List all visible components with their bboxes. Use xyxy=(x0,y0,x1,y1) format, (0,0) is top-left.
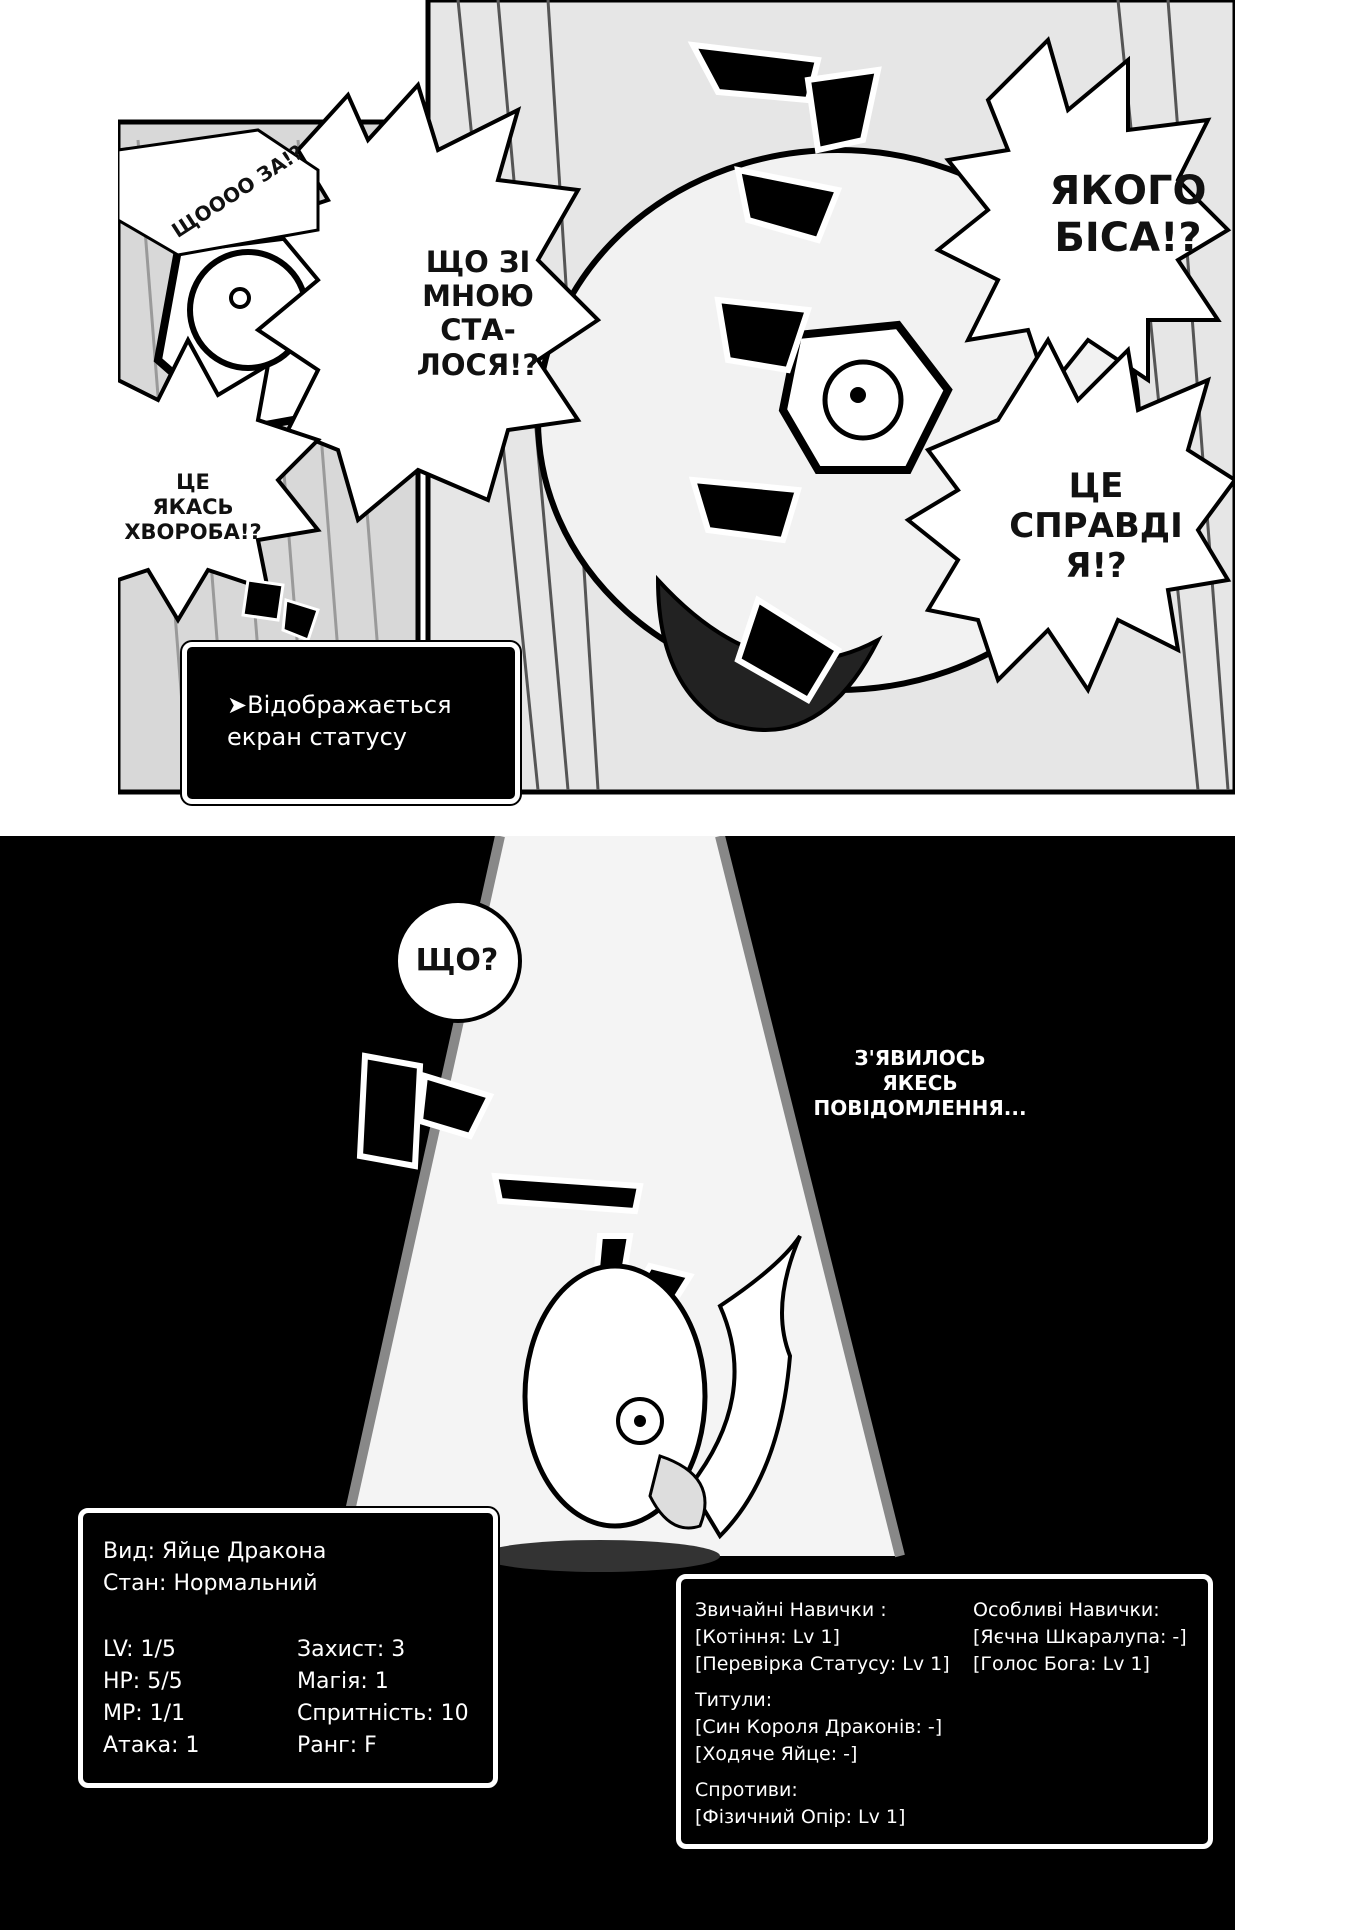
closeup-pupil xyxy=(229,287,251,309)
pi-sfx xyxy=(241,578,320,642)
status-notification-line-2: екран статусу xyxy=(227,723,407,752)
whaaat-caption xyxy=(118,128,320,257)
normal-skills-header: Звичайні Навички : xyxy=(695,1599,887,1621)
status-notification-text: ➤Відображається екран статусу xyxy=(227,689,497,754)
narration-text: З'ЯВИЛОСЬ ЯКЕСЬ ПОВІДОМЛЕННЯ... xyxy=(813,1046,1027,1120)
special-skill-1: [Яєчна Шкаралупа: -] xyxy=(973,1626,1187,1648)
special-skills-header: Особливі Навички: xyxy=(973,1599,1160,1621)
top-panel-artwork xyxy=(118,0,1235,795)
title-1: [Син Короля Драконів: -] xyxy=(695,1716,943,1738)
egg-pupil xyxy=(850,387,866,403)
agility-label: Спритність: 10 xyxy=(297,1701,469,1726)
resistance-1: [Фізичний Опір: Lv 1] xyxy=(695,1806,906,1828)
normal-skill-1: [Котіння: Lv 1] xyxy=(695,1626,840,1648)
attack-label: Атака: 1 xyxy=(103,1733,200,1758)
is-it-me-text: ЦЕ СПРАВДІ Я!? xyxy=(1009,466,1183,587)
status-notification-box: ➤Відображається екран статусу xyxy=(182,642,520,804)
magic-label: Магія: 1 xyxy=(297,1669,389,1694)
mp-label: MP: 1/1 xyxy=(103,1701,186,1726)
what-bubble-text: ЩО? xyxy=(415,943,499,978)
beam-edge-right xyxy=(715,836,905,1558)
what-happened-text: ЩО ЗІ МНОЮ СТА- ЛОСЯ!? xyxy=(416,245,540,382)
rank-label: Ранг: F xyxy=(297,1733,377,1758)
egg-creature-tail xyxy=(687,1234,802,1540)
bottom-panel-artwork xyxy=(335,836,905,1572)
title-2: [Ходяче Яйце: -] xyxy=(695,1743,858,1765)
bubble-is-it-me xyxy=(904,335,1235,695)
bubble-disease xyxy=(118,335,322,624)
hp-label: HP: 5/5 xyxy=(103,1669,183,1694)
egg-creature-shadow xyxy=(480,1540,720,1572)
normal-skill-2: [Перевірка Статусу: Lv 1] xyxy=(695,1653,950,1675)
bubble-what xyxy=(394,899,522,1023)
species-label: Вид: Яйце Дракона xyxy=(103,1539,327,1564)
condition-label: Стан: Нормальний xyxy=(103,1571,318,1596)
egg-creature-pupil xyxy=(634,1415,646,1427)
defense-label: Захист: 3 xyxy=(297,1637,406,1662)
what-the-hell-text: ЯКОГО БІСА!? xyxy=(1049,168,1207,262)
status-skills-card: Звичайні Навички : [Котіння: Lv 1] [Пере… xyxy=(676,1574,1213,1849)
bubble-what-happened xyxy=(254,81,602,524)
bottom-panel: ЩО? З'ЯВИЛОСЬ ЯКЕСЬ ПОВІДОМЛЕННЯ... Вид:… xyxy=(0,836,1235,1930)
titles-header: Титули: xyxy=(695,1689,773,1711)
lv-label: LV: 1/5 xyxy=(103,1637,176,1662)
scream-sfx xyxy=(687,41,882,705)
status-stats-card: Вид: Яйце Дракона Стан: Нормальний LV: 1… xyxy=(78,1508,498,1788)
status-notification-line-1: ➤Відображається xyxy=(227,691,452,719)
disease-text: ЦЕ ЯКАСЬ ХВОРОБА!? xyxy=(124,470,262,544)
top-panel: ЩОООО ЗА!? ЩО ЗІ МНОЮ СТА- ЛОСЯ!? ЦЕ ЯКА… xyxy=(118,0,1235,804)
bubble-what-the-hell xyxy=(934,36,1232,395)
egg-creature-tongue xyxy=(648,1454,707,1530)
resistances-header: Спротиви: xyxy=(695,1779,798,1801)
special-skill-2: [Голос Бога: Lv 1] xyxy=(973,1653,1150,1675)
